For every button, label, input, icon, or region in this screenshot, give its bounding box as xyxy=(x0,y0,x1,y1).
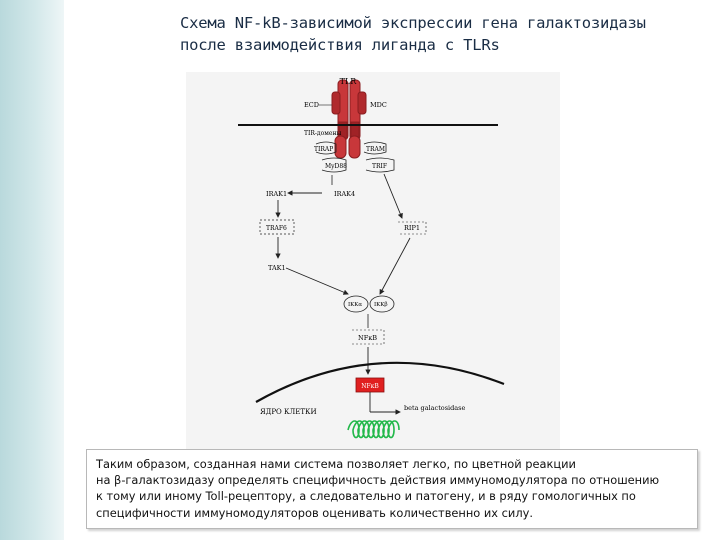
slide-title: Схема NF-kB-зависимой экспрессии гена га… xyxy=(180,12,700,56)
tlr-tir-2 xyxy=(348,135,361,159)
label-mdc: MDC xyxy=(370,101,387,109)
tram-shape xyxy=(363,141,387,155)
slide-title-line-1: Схема NF-kB-зависимой экспрессии гена га… xyxy=(180,14,646,32)
label-traf6: TRAF6 xyxy=(266,225,287,232)
label-irak1: IRAK1 xyxy=(266,190,287,198)
traf6-shape xyxy=(259,219,295,235)
trif-shape xyxy=(365,157,395,173)
arrow-trif-rip1 xyxy=(383,173,403,219)
tlr-receptor xyxy=(331,79,367,159)
arrow-tak1-ikk xyxy=(285,267,349,295)
rip1-shape xyxy=(398,221,427,235)
nfkb-shape xyxy=(352,329,385,345)
gene-coil xyxy=(347,420,400,439)
label-myd88: MyD88 xyxy=(325,163,347,170)
pathway-svg: TLR ECD MDC TIR-домены TIRAP TRAM MyD88 … xyxy=(238,77,505,439)
label-tram: TRAM xyxy=(366,146,385,153)
slide-side-band xyxy=(0,0,64,540)
label-rip1: RIP1 xyxy=(404,224,420,232)
conclusion-caption: Таким образом, созданная нами система по… xyxy=(86,449,698,529)
slide-title-line-2: после взаимодействия лиганда с TLRs xyxy=(180,36,500,54)
myd88-shape xyxy=(321,157,347,173)
label-nfkb-site: NFκB xyxy=(361,383,379,390)
arrow-rip1-ikk xyxy=(379,237,411,295)
tirap-shape xyxy=(315,141,337,155)
label-irak4: IRAK4 xyxy=(334,190,355,198)
label-ikka: IKKα xyxy=(348,302,362,308)
caption-line-4: специфичности иммуномодуляторов оцениват… xyxy=(96,505,533,520)
label-tirap: TIRAP xyxy=(314,146,333,153)
tlr-ecd-right xyxy=(357,91,367,115)
signaling-pathway-diagram: TLR ECD MDC TIR-домены TIRAP TRAM MyD88 … xyxy=(186,72,560,450)
tlr-tir-1 xyxy=(334,135,347,159)
ikka-shape xyxy=(343,295,369,313)
label-trif: TRIF xyxy=(372,163,387,170)
nuclear-membrane xyxy=(255,361,505,403)
caption-line-3: к тому или иному Toll-рецептору, а следо… xyxy=(96,489,636,504)
label-nfkb: NFκB xyxy=(358,334,377,342)
caption-line-1: Таким образом, созданная нами система по… xyxy=(96,457,576,471)
label-ecd: ECD xyxy=(304,101,319,109)
label-tir-domain: TIR-домены xyxy=(304,130,341,137)
label-gene: beta galactosidase xyxy=(404,404,466,412)
ikkb-shape xyxy=(369,295,395,313)
label-ikkb: IKKβ xyxy=(374,302,388,308)
label-tlr: TLR xyxy=(340,77,358,86)
label-nucleus: ЯДРО КЛЕТКИ xyxy=(260,408,317,416)
caption-line-2: на β-галактозидазу определять специфично… xyxy=(96,473,660,488)
label-tak1: TAK1 xyxy=(268,264,286,272)
tlr-ecd-left xyxy=(331,91,341,115)
